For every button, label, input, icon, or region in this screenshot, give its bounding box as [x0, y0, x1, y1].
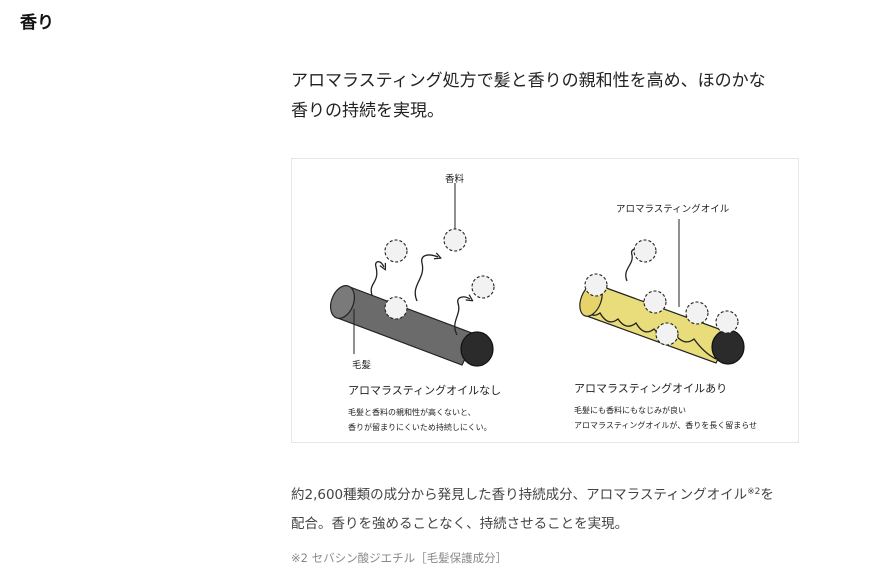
fragrance-arrows-left	[370, 255, 470, 336]
fragrance-label: 香料	[445, 174, 465, 185]
footnote: ※2 セバシン酸ジエチル［毛髪保護成分］	[291, 551, 508, 565]
lead-line-1: アロマラスティング処方で髪と香りの親和性を高め、ほのかな	[291, 71, 766, 91]
right-note: 毛髪にも香料にもなじみが良い アロマラスティングオイルが、香りを長く留まらせ	[574, 403, 757, 433]
right-note-line-2: アロマラスティングオイルが、香りを長く留まらせ	[574, 421, 758, 430]
lead-line-2: 香りの持続を実現。	[291, 101, 444, 121]
right-caption: アロマラスティングオイルあり	[574, 382, 728, 395]
hair-strand-with-oil	[579, 283, 745, 365]
diagram-illustration	[329, 183, 745, 367]
left-note-line-2: 香りが留まりにくいため持続しにくい。	[348, 423, 492, 432]
fragrance-molecules-right	[584, 239, 739, 346]
right-note-line-1: 毛髪にも香料にもなじみが良い	[574, 406, 686, 415]
lead-text: アロマラスティング処方で髪と香りの親和性を高め、ほのかな 香りの持続を実現。	[291, 66, 831, 126]
section-title: 香り	[20, 13, 54, 33]
hair-strand-without-oil	[329, 285, 494, 367]
left-note: 毛髪と香料の親和性が高くないと、 香りが留まりにくいため持続しにくい。	[348, 405, 492, 435]
body-line-2: 配合。香りを強めることなく、持続させることを実現。	[291, 516, 629, 532]
footnote-ref: ※2	[747, 487, 761, 497]
fragrance-molecules-left	[384, 228, 495, 320]
body-text: 約2,600種類の成分から発見した香り持続成分、アロマラスティングオイル※2を …	[291, 478, 831, 539]
oil-label: アロマラスティングオイル	[616, 204, 730, 215]
fragrance-diagram: 香料 毛髪 アロマラスティングオイルなし 毛髪と香料の親和性が高くないと、 香り…	[291, 158, 799, 443]
left-caption: アロマラスティングオイルなし	[348, 384, 502, 397]
hair-label: 毛髪	[352, 360, 372, 371]
body-line-1-post: を	[760, 487, 774, 503]
body-line-1-pre: 約2,600種類の成分から発見した香り持続成分、アロマラスティングオイル	[291, 487, 748, 503]
left-note-line-1: 毛髪と香料の親和性が高くないと、	[348, 408, 476, 417]
